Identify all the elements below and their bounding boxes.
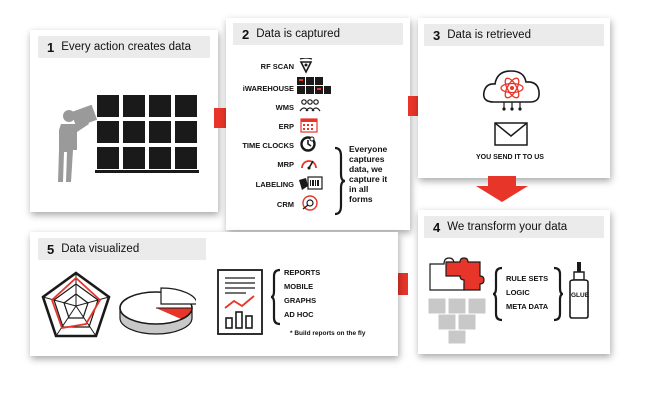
capture-note-line: capture it (349, 174, 388, 184)
source-label: TIME CLOCKS (242, 141, 294, 150)
panel-header: 3 Data is retrieved (424, 24, 604, 46)
source-label: CRM (276, 200, 294, 209)
iwarehouse-icon (297, 77, 331, 94)
panel-data-visualized: 5 Data visualized REPORTS MOBILE GRAPHS … (30, 232, 398, 356)
source-label: ERP (278, 122, 294, 131)
rf-scan-icon (299, 58, 313, 74)
transform-item: LOGIC (506, 288, 530, 297)
report-document-icon (217, 269, 263, 335)
step-number: 1 (47, 39, 55, 55)
capture-note-line: captures (349, 154, 385, 164)
time-clock-icon (300, 136, 316, 152)
panel-header: 4 We transform your data (424, 216, 604, 238)
capture-note-line: in all (349, 184, 369, 194)
panel-transform-data: 4 We transform your data RULE SETS LOGIC… (418, 210, 610, 354)
source-label: LABELING (255, 180, 294, 189)
capture-note: Everyone captures data, we capture it in… (349, 144, 387, 204)
visualize-note: * Build reports on the fly (290, 330, 366, 337)
step-number: 2 (242, 26, 250, 42)
step-number: 3 (433, 27, 441, 43)
puzzle-cubes-icon (427, 257, 487, 345)
capture-note-line: forms (349, 194, 373, 204)
pie-chart-icon (119, 287, 196, 335)
source-label: WMS (275, 103, 294, 112)
wms-people-icon (299, 99, 321, 112)
visualize-item: MOBILE (284, 282, 314, 291)
panel-data-captured: 2 Data is captured RF SCAN iWAREHOUSE WM… (226, 18, 410, 230)
cloud-atom-icon (482, 70, 540, 111)
crm-icon (302, 195, 318, 211)
source-label: iWAREHOUSE (242, 84, 294, 93)
panel-header: 1 Every action creates data (38, 36, 210, 58)
panel-every-action: 1 Every action creates data (30, 30, 218, 212)
step-number: 4 (433, 219, 441, 235)
step-title: We transform your data (447, 221, 568, 233)
erp-calendar-icon (300, 118, 318, 133)
retrieve-caption: YOU SEND IT TO US (476, 154, 544, 161)
glue-label: GLUE (571, 292, 590, 299)
step-title: Every action creates data (61, 41, 191, 53)
panel-header: 5 Data visualized (38, 238, 206, 260)
radar-chart-icon (41, 271, 111, 338)
arrow-down-icon (476, 176, 528, 202)
envelope-icon (494, 122, 528, 146)
source-label: RF SCAN (260, 62, 294, 71)
source-label: MRP (277, 160, 294, 169)
visualize-item: REPORTS (284, 268, 321, 277)
brace-icon (492, 266, 503, 322)
brace-icon (553, 266, 564, 322)
brace-icon (270, 268, 281, 326)
step-title: Data is retrieved (447, 29, 531, 41)
capture-note-line: data, we (349, 164, 383, 174)
panel-header: 2 Data is captured (233, 23, 403, 45)
panel-data-retrieved: 3 Data is retrieved YOU SEND IT TO US (418, 18, 610, 178)
warehouse-shelves-icon (58, 95, 199, 182)
step-title: Data visualized (61, 243, 140, 255)
visualize-item: GRAPHS (284, 296, 317, 305)
mrp-gauge-icon (301, 160, 317, 170)
visualize-item: AD HOC (284, 310, 314, 319)
capture-note-line: Everyone (349, 144, 388, 154)
step-title: Data is captured (256, 28, 340, 40)
transform-item: META DATA (506, 302, 549, 311)
brace-icon (334, 146, 346, 216)
step-number: 5 (47, 241, 55, 257)
labeling-icon (299, 176, 323, 190)
transform-item: RULE SETS (506, 274, 549, 283)
glue-bottle-icon (569, 262, 589, 319)
